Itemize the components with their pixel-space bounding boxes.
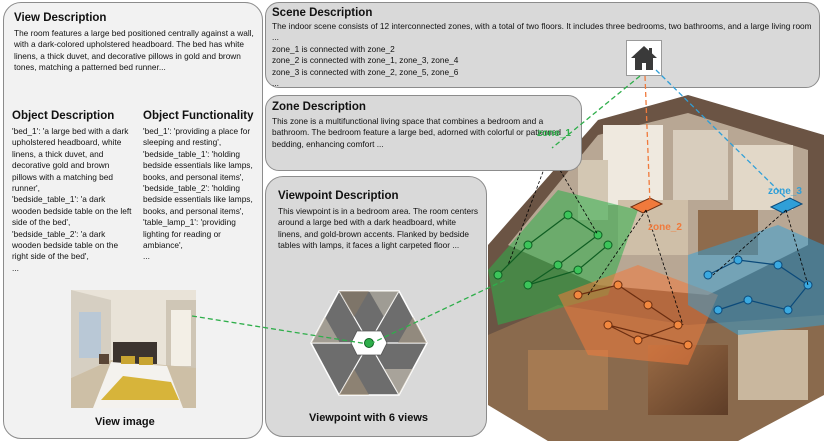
zone-description-panel: Zone Description This zone is a multifun… (265, 95, 582, 171)
object-description-2: 'bedside_table_1': 'a dark wooden bedsid… (12, 194, 132, 228)
view-description-title: View Description (14, 12, 107, 24)
zone-2-label: zone_2 (648, 222, 682, 233)
object-functionality-title: Object Functionality (143, 110, 254, 122)
object-description-more: ... (12, 262, 19, 273)
view-image-caption: View image (95, 416, 155, 428)
scene-connection-1: zone_1 is connected with zone_2 (272, 43, 395, 54)
connector-image-to-viewpoint (191, 315, 369, 345)
zone-description-text: This zone is a multifunctional living sp… (272, 116, 562, 149)
connector-home-to-zone-1 (551, 75, 641, 149)
zone-3-label: zone_3 (768, 186, 802, 197)
scene-description-title: Scene Description (272, 7, 373, 19)
object-description-title: Object Description (12, 110, 115, 122)
object-functionality-4: 'table_lamp_1': 'providing lighting for … (143, 217, 236, 251)
scene-connection-2: zone_2 is connected with zone_1, zone_3,… (272, 55, 459, 66)
zone-description-title: Zone Description (272, 101, 366, 113)
viewpoint-hexagon (310, 290, 428, 396)
viewpoint-caption: Viewpoint with 6 views (309, 412, 428, 424)
scene-connection-3: zone_3 is connected with zone_2, zone_5,… (272, 66, 459, 77)
view-image (71, 290, 196, 408)
viewpoint-description-title: Viewpoint Description (278, 190, 399, 202)
connector-home-to-zone-2 (644, 75, 651, 205)
viewpoint-description-panel: Viewpoint Description This viewpoint is … (265, 176, 487, 437)
scene-description-text: The indoor scene consists of 12 intercon… (272, 21, 812, 43)
object-functionality-1: 'bed_1': 'providing a place for sleeping… (143, 126, 251, 148)
home-icon-box (626, 40, 662, 76)
home-icon (631, 46, 657, 70)
view-description-panel: View Description The room features a lar… (3, 2, 263, 439)
connector-home-to-zone-3 (655, 69, 787, 199)
connector-viewpoint-to-zone (369, 279, 506, 345)
viewpoint-description-text: This viewpoint is in a bedroom area. The… (278, 206, 478, 251)
scene-description-panel: Scene Description The indoor scene consi… (265, 2, 820, 88)
object-description-1: 'bed_1': 'a large bed with a dark uphols… (12, 126, 129, 194)
object-functionality-3: 'bedside_table_2': 'holding bedside esse… (143, 183, 253, 216)
view-description-text: The room features a large bed positioned… (14, 28, 254, 73)
object-functionality-2: 'bedside_table_1': 'holding bedside esse… (143, 148, 253, 182)
zone-1-label: zone_1 (537, 128, 571, 139)
object-functionality-more: ... (143, 251, 150, 262)
scene-connection-more: ... (272, 78, 279, 89)
house-3d-model (488, 95, 824, 441)
object-description-3: 'bedside_table_2': 'a dark wooden bedsid… (12, 228, 119, 262)
